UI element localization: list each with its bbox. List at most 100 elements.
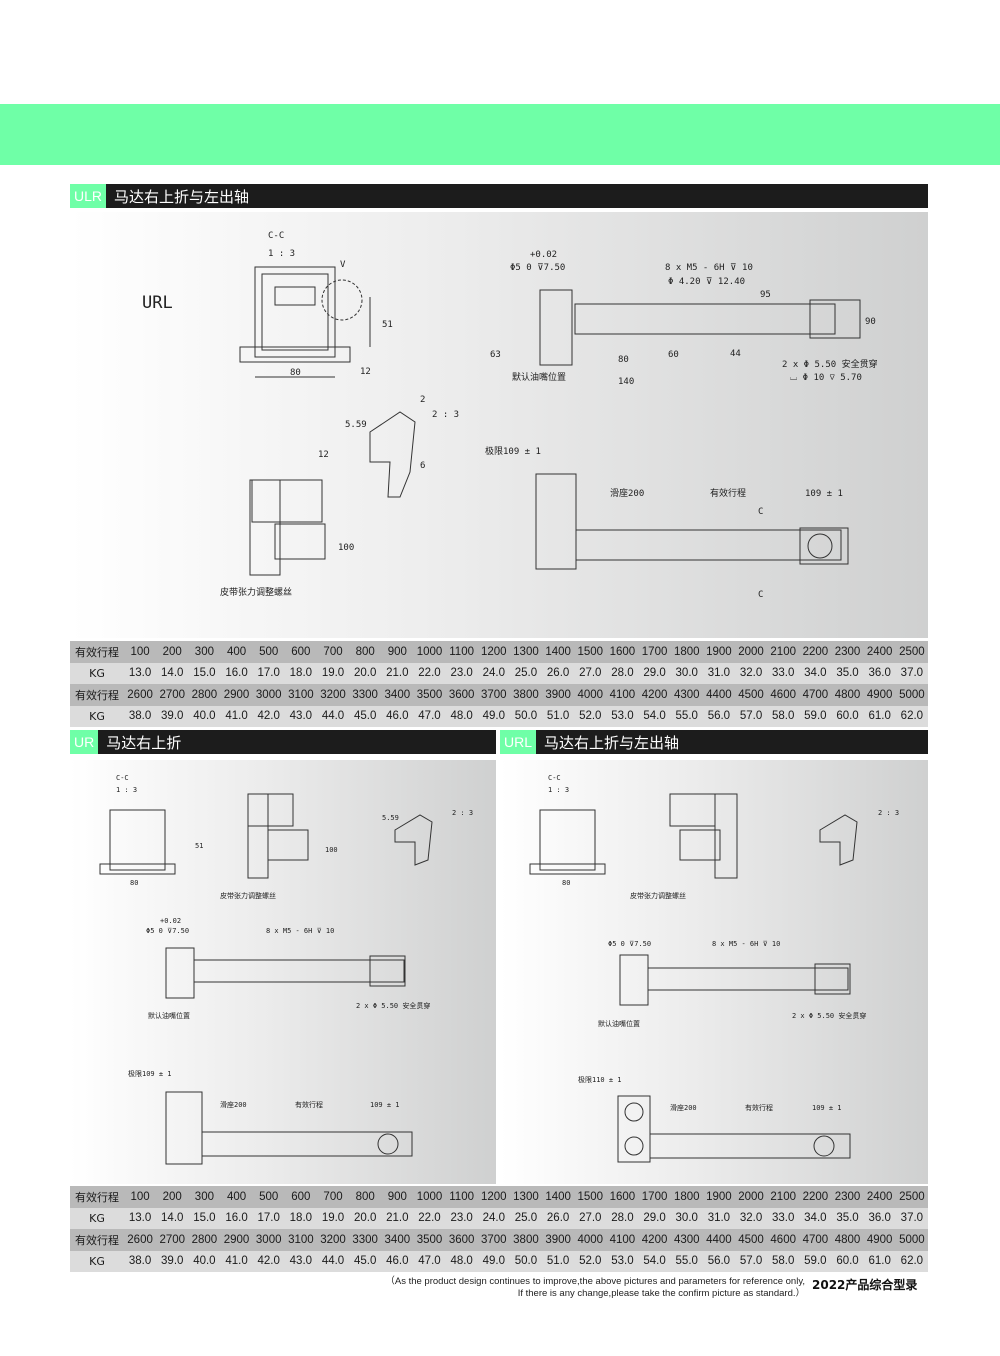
table-cell: 4500 [734, 1229, 768, 1251]
dimension-label: 5.59 [345, 420, 367, 430]
dimension-label: 80 [290, 368, 301, 378]
dimension-label: 2 : 3 [432, 410, 459, 420]
table-cell: 800 [349, 1186, 382, 1208]
table-cell: 1300 [509, 1186, 543, 1208]
dimension-label: 2 x Φ 5.50 安全贯穿 [356, 1001, 430, 1010]
table-cell: 37.0 [895, 662, 928, 684]
dimension-label: 80 [562, 879, 570, 887]
table-cell: 60.0 [831, 1250, 864, 1272]
dimension-label: 140 [618, 377, 634, 387]
table-cell: 1100 [445, 641, 478, 663]
dimension-label: 皮带张力调整螺丝 [220, 586, 292, 598]
dimension-label: Φ5 0 ⊽7.50 [608, 940, 651, 948]
dimension-label: 5.59 [382, 814, 399, 822]
table-cell: 4400 [702, 684, 735, 706]
table-cell: 2000 [734, 1186, 768, 1208]
table-cell: 2300 [831, 1186, 864, 1208]
table-cell: 37.0 [895, 1207, 928, 1229]
table-cell: 2400 [863, 1186, 896, 1208]
table-cell: 60.0 [831, 705, 864, 727]
section-header-ur: UR 马达右上折 [70, 730, 496, 754]
dimension-label: 滑座200 [220, 1100, 247, 1109]
dimension-label: 滑座200 [610, 487, 644, 499]
dimension-label: 皮带张力调整螺丝 [630, 891, 686, 900]
table-cell: 17.0 [252, 662, 285, 684]
dimension-label: 109 ± 1 [812, 1104, 842, 1112]
dimension-label: ⌴ Φ 10 ⊽ 5.70 [790, 373, 862, 383]
dimension-label: C [758, 590, 763, 600]
table-cell: 4000 [574, 1229, 607, 1251]
table-cell: 50.0 [509, 705, 543, 727]
table-cell: 54.0 [638, 705, 671, 727]
section-header-url: URL 马达右上折与左出轴 [500, 730, 928, 754]
model-label: URL [142, 293, 173, 313]
dimension-label: C [758, 507, 763, 517]
table-cell: 48.0 [445, 705, 478, 727]
table-cell: 400 [220, 641, 253, 663]
table-cell: 1900 [702, 1186, 735, 1208]
table-cell: 27.0 [574, 1207, 607, 1229]
table-cell: 55.0 [670, 705, 703, 727]
table-cell: 5000 [895, 684, 928, 706]
table-cell: 31.0 [702, 1207, 735, 1229]
dimension-label: 51 [382, 320, 393, 330]
table-cell: 1700 [638, 1186, 671, 1208]
table-cell: 28.0 [606, 1207, 639, 1229]
table-cell: 39.0 [156, 705, 189, 727]
table-cell: 3900 [542, 684, 575, 706]
drawing-panel-ur: C-C 1 : 3 80 51 100 皮带张力调整螺丝 5.59 2 : 3 … [70, 760, 496, 1184]
table-cell: 58.0 [767, 705, 800, 727]
table-cell: 18.0 [284, 662, 317, 684]
dimension-label: 100 [325, 846, 338, 854]
table-cell: 24.0 [477, 662, 510, 684]
row-label: KG [70, 662, 124, 684]
dimension-label: 8 x M5 - 6H ⊽ 10 [266, 927, 334, 935]
table-cell: 3700 [477, 684, 510, 706]
section-title: 马达右上折 [106, 733, 182, 752]
table-cell: 14.0 [156, 662, 189, 684]
dimension-label: 默认油嘴位置 [148, 1011, 190, 1020]
table-cell: 59.0 [799, 705, 832, 727]
table-cell: 29.0 [638, 1207, 671, 1229]
table-cell: 45.0 [349, 1250, 382, 1272]
dimension-label: C-C [116, 774, 129, 782]
table-cell: 52.0 [574, 1250, 607, 1272]
section-title: 马达右上折与左出轴 [544, 733, 680, 752]
table-cell: 39.0 [156, 1250, 189, 1272]
table-cell: 33.0 [767, 662, 800, 684]
table-cell: 2000 [734, 641, 768, 663]
table-cell: 53.0 [606, 1250, 639, 1272]
table-cell: 20.0 [349, 1207, 382, 1229]
dimension-label: 2 : 3 [452, 809, 473, 817]
dimension-label: Φ 4.20 ⊽ 12.40 [668, 277, 745, 287]
dimension-label: 极限110 ± 1 [578, 1075, 622, 1084]
table-cell: 1700 [638, 641, 671, 663]
table-cell: 26.0 [542, 1207, 575, 1229]
table-cell: 1000 [413, 641, 446, 663]
table-cell: 4700 [799, 684, 832, 706]
table-cell: 19.0 [316, 662, 350, 684]
table-cell: 62.0 [895, 705, 928, 727]
table-cell: 4800 [831, 1229, 864, 1251]
table-cell: 44.0 [316, 1250, 350, 1272]
table-cell: 100 [124, 1186, 157, 1208]
table-cell: 2500 [895, 1186, 928, 1208]
table-cell: 4300 [670, 684, 703, 706]
scale-label: 1 : 3 [268, 249, 295, 259]
table-cell: 4800 [831, 684, 864, 706]
dimension-label: 滑座200 [670, 1103, 697, 1112]
table-cell: 3300 [349, 684, 382, 706]
row-label: KG [70, 705, 124, 727]
table-cell: 2300 [831, 641, 864, 663]
dimension-label: 2 : 3 [878, 809, 899, 817]
table-cell: 36.0 [863, 1207, 896, 1229]
dimension-label: 有效行程 [745, 1103, 773, 1112]
table-cell: 57.0 [734, 1250, 768, 1272]
table-cell: 19.0 [316, 1207, 350, 1229]
table-cell: 51.0 [542, 705, 575, 727]
